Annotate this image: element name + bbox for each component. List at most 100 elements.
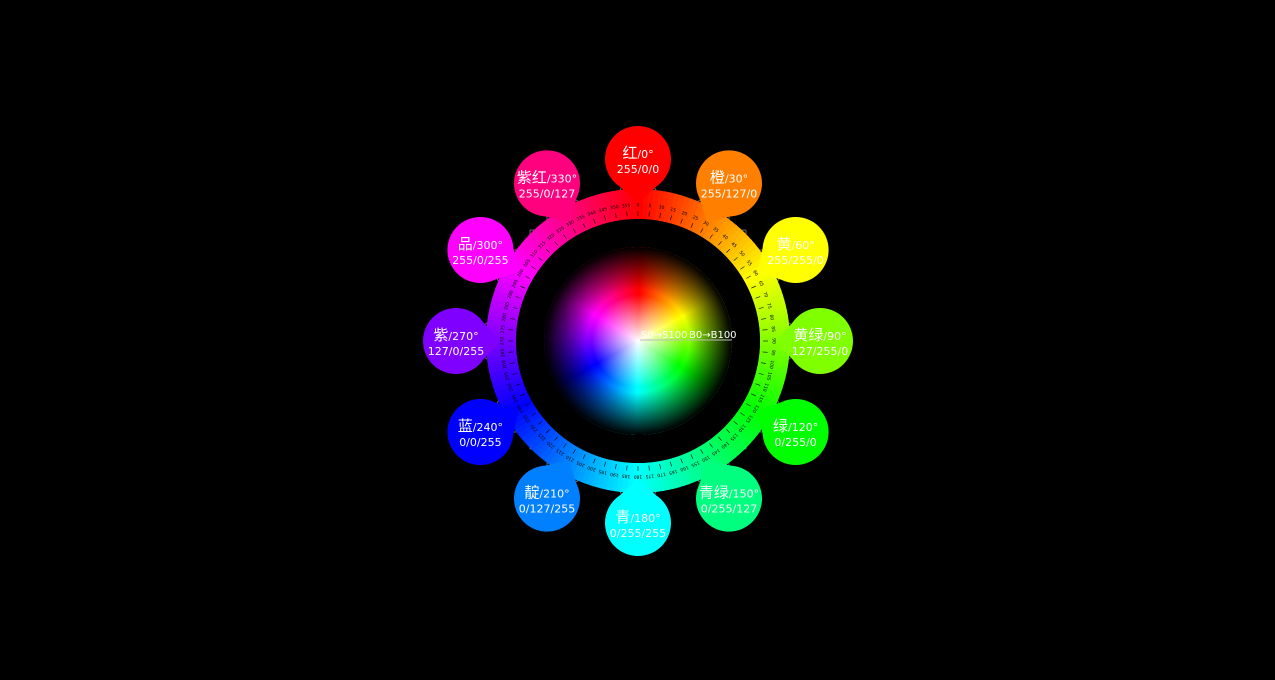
hue-drop: 品/300°255/0/255 <box>447 217 519 283</box>
ring-tick <box>726 248 731 253</box>
ring-tick <box>659 212 661 218</box>
ring-tick <box>512 373 518 375</box>
ring-tick <box>572 449 576 454</box>
ring-tick-label: 175 <box>645 473 654 480</box>
ring-tick-label: 250 <box>506 382 515 392</box>
saturation-disc <box>592 295 684 387</box>
ring-tick-label: 335 <box>576 214 586 223</box>
ring-tick <box>690 223 694 228</box>
ring-tick <box>582 223 586 228</box>
hue-name: 青绿 <box>699 484 729 502</box>
hue-rgb: 255/127/0 <box>701 187 757 200</box>
ring-tick <box>670 215 672 221</box>
hue-degree: /330° <box>547 172 577 185</box>
ring-tick <box>515 383 521 386</box>
hue-rgb: 0/255/0 <box>774 436 816 449</box>
ring-tick <box>755 383 761 386</box>
ring-tick-label: 60 <box>751 269 759 277</box>
hue-name: 靛 <box>524 484 539 502</box>
ring-tick-label: 200 <box>587 464 597 473</box>
ring-tick <box>520 285 525 289</box>
ring-tick <box>709 443 713 448</box>
ring-tick <box>545 429 550 434</box>
ring-tick-label: 255 <box>503 371 511 381</box>
ring-tick <box>670 461 672 467</box>
ring-tick-label: 235 <box>522 413 532 424</box>
hue-name: 青 <box>615 508 630 526</box>
ring-tick-label: 130 <box>737 423 747 434</box>
hue-degree: /30° <box>725 172 748 185</box>
ring-tick <box>604 215 606 221</box>
ring-tick-label: 265 <box>500 348 507 357</box>
ring-tick <box>758 307 764 309</box>
ring-tick-label: 280 <box>501 313 508 323</box>
ring-tick-label: 305 <box>522 258 532 269</box>
ring-tick <box>758 373 764 375</box>
hue-degree: /120° <box>788 421 818 434</box>
ring-tick-label: 80 <box>768 314 775 321</box>
ring-tick <box>746 275 751 279</box>
ring-tick-label: 310 <box>529 249 539 260</box>
ring-tick <box>509 362 515 364</box>
ring-tick-label: 165 <box>668 468 678 476</box>
ring-tick <box>718 241 722 246</box>
hue-drop-title: 绿/120° <box>773 417 818 435</box>
hue-rgb: 127/0/255 <box>428 345 484 358</box>
hue-degree: /300° <box>473 239 503 252</box>
ring-tick <box>755 296 761 299</box>
ring-tick <box>740 266 745 270</box>
ring-tick <box>751 393 756 397</box>
ring-tick <box>554 436 558 441</box>
ring-tick <box>761 362 767 364</box>
hue-name: 紫 <box>433 326 448 344</box>
hue-rgb: 127/255/0 <box>792 345 848 358</box>
ring-tick-label: 340 <box>587 209 597 218</box>
ring-tick-label: 230 <box>529 423 539 434</box>
hue-rgb: 255/255/0 <box>767 254 823 267</box>
hue-degree: /240° <box>473 421 503 434</box>
ring-tick-label: 85 <box>770 326 776 332</box>
ring-tick-label: 90 <box>770 338 776 344</box>
hue-drop-title: 橙/30° <box>710 168 748 186</box>
ring-tick <box>718 436 722 441</box>
hue-drop: 绿/120°0/255/0 <box>757 399 829 465</box>
ring-tick <box>572 228 576 233</box>
ring-tick-label: 285 <box>503 301 511 311</box>
ring-tick <box>709 234 713 239</box>
ring-tick-label: 170 <box>657 471 667 478</box>
hue-rgb: 0/0/255 <box>459 436 501 449</box>
ring-tick <box>680 458 683 464</box>
ring-tick <box>538 257 543 261</box>
ring-tick <box>531 412 536 416</box>
ring-tick <box>520 393 525 397</box>
ring-tick-label: 110 <box>761 382 770 392</box>
ring-tick-label: 205 <box>575 459 585 468</box>
hue-drop: 黄/60°255/255/0 <box>757 217 829 283</box>
hue-rgb: 255/0/127 <box>519 187 575 200</box>
ring-tick-label: 350 <box>610 204 620 211</box>
ring-tick-label: 50 <box>738 250 746 258</box>
ring-tick-label: 215 <box>555 447 566 457</box>
ring-tick-label: 270 <box>500 337 506 346</box>
ring-tick <box>554 241 558 246</box>
ring-tick-label: 225 <box>537 432 547 442</box>
ring-tick <box>751 285 756 289</box>
ring-tick <box>531 266 536 270</box>
ring-tick <box>563 234 567 239</box>
ring-tick-label: 0 <box>637 203 640 209</box>
ring-tick-label: 115 <box>756 393 765 403</box>
ring-tick-label: 320 <box>546 232 557 242</box>
ring-tick <box>746 403 751 407</box>
ring-tick-label: 315 <box>537 240 547 250</box>
ring-tick-label: 105 <box>765 371 773 381</box>
hue-name: 蓝 <box>458 417 473 435</box>
hue-drop: 青绿/150°0/255/127 <box>696 460 762 532</box>
ring-tick <box>545 248 550 253</box>
ring-tick-label: 20 <box>681 210 689 218</box>
ring-tick <box>680 218 683 224</box>
hue-degree: /0° <box>637 148 653 161</box>
hue-drop: 蓝/240° 0/0/255 <box>447 399 519 465</box>
hue-drop-title: 紫/270° <box>433 326 478 344</box>
